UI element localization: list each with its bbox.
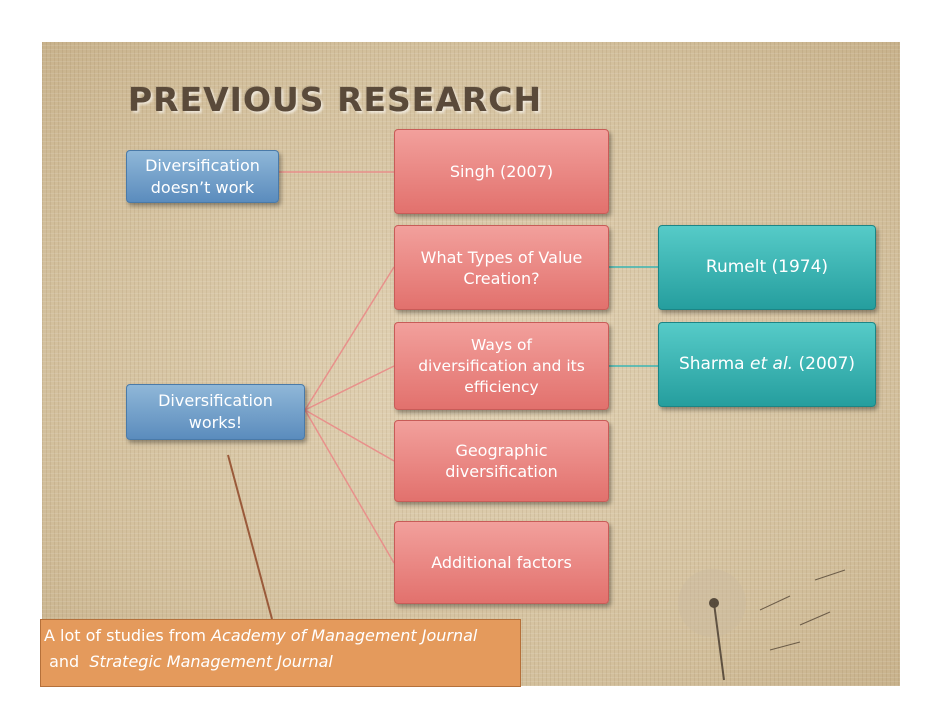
doesnt-work-line-1: Diversification — [145, 155, 260, 175]
sharma-name: Sharma — [678, 354, 751, 374]
sharma-2007-label: Sharma et al. (2007) — [679, 354, 855, 375]
ways-of-diversification-box: Ways of diversification and its efficien… — [394, 322, 609, 410]
additional-factors-label: Additional factors — [431, 553, 572, 572]
rumelt-1974-box: Rumelt (1974) — [658, 225, 876, 310]
value-creation-box: What Types of Value Creation? — [394, 225, 609, 310]
connector-works-to-geographic — [304, 409, 395, 462]
works-line-1: Diversification — [158, 391, 273, 410]
value-creation-line-2: Creation? — [463, 268, 540, 288]
diversification-works-box: Diversification works! — [126, 384, 305, 440]
note-journal-2: Strategic Management Journal — [89, 652, 333, 671]
sharma-et-al: et al. — [750, 354, 794, 374]
ways-line-1: Ways of — [471, 335, 532, 354]
connector-works-to-value-creation — [304, 266, 395, 411]
rumelt-1974-label: Rumelt (1974) — [705, 257, 829, 277]
slide-title: PREVIOUS RESEARCH — [128, 80, 543, 119]
singh-2007-box: Singh (2007) — [394, 129, 609, 214]
diversification-doesnt-work-box: Diversification doesn’t work — [126, 150, 279, 203]
sharma-year: (2007) — [793, 354, 856, 374]
sharma-2007-box: Sharma et al. (2007) — [658, 322, 876, 407]
note-journal-1: Academy of Management Journal — [211, 626, 478, 645]
ways-line-2: diversification and its — [418, 356, 585, 375]
connector-works-to-ways — [304, 365, 395, 411]
note-text-2: and — [44, 652, 90, 671]
note-text-1: A lot of studies from — [44, 626, 212, 645]
connector-works-to-note — [227, 454, 273, 620]
geographic-line-2: diversification — [445, 462, 558, 481]
additional-factors-box: Additional factors — [394, 521, 609, 604]
value-creation-line-1: What Types of Value — [420, 247, 583, 267]
journals-note-box: A lot of studies from Academy of Managem… — [40, 619, 521, 687]
dandelion-illustration — [678, 569, 846, 681]
singh-2007-label: Singh (2007) — [449, 162, 554, 181]
geographic-line-1: Geographic — [455, 441, 548, 460]
ways-line-3: efficiency — [464, 377, 539, 396]
doesnt-work-line-2: doesn’t work — [150, 177, 255, 197]
geographic-diversification-box: Geographic diversification — [394, 420, 609, 502]
connector-works-to-additional — [304, 409, 395, 564]
works-line-2: works! — [188, 413, 243, 432]
